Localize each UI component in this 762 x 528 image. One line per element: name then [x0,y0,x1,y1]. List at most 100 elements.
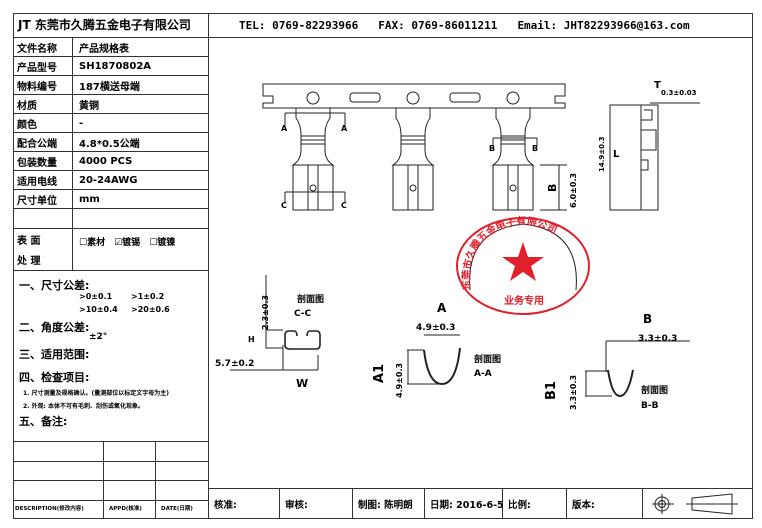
spec-label: 配合公端 [13,133,73,151]
spec-row: 尺寸单位 mm [13,190,209,209]
notes-section: 一、尺寸公差: >0±0.1 >1±0.2 >10±0.4 >20±0.6 二、… [13,271,209,441]
email: Email: JHT82293966@163.com [517,19,690,32]
carrier-strip [262,83,566,109]
stamp-text: 东莞市久腾五金电子有限公司 [459,214,558,291]
surface-label-2: 处 理 [17,256,41,268]
projection-symbol-icon [643,489,753,519]
spec-value: 产品规格表 [79,43,129,55]
spec-value: 187横送母端 [79,81,140,93]
spec-value: 4000 PCS [79,155,133,167]
dim-tol-2: >1±0.2 [131,292,165,301]
dim-tol-3: >10±0.4 [79,305,118,314]
section-mark-b-left: B [489,144,495,153]
cc-title: 剖面图 [297,293,324,305]
angle-tol: ±2° [89,332,108,342]
spec-label: 包装数量 [13,152,73,170]
spec-label: 文件名称 [13,38,73,56]
h-label: H [248,335,255,344]
spec-row: 包装数量 4000 PCS [13,152,209,171]
dim-thickness: 0.3±0.03 [661,89,697,97]
section-mark-a-left: A [281,124,288,133]
terminal-hole [409,184,417,192]
rev-header-description: DESCRIPTION(修改内容) [15,506,84,512]
spec-value: mm [79,193,100,205]
scale-field: 比例: [503,489,567,519]
aa-width: 4.9±0.3 [416,323,455,333]
spec-row: 适用电线 20-24AWG [13,171,209,190]
dim-b-label: B [546,184,559,192]
stamp-bottom-text: 业务专用 [504,294,544,307]
surface-row: 表 面 处 理 ☐素材 ☑镀锡 ☐镀镍 [13,229,209,271]
spec-label: 产品型号 [13,57,73,75]
terminal [291,108,335,211]
inspect-item-2: 2. 外观: 本体不可有毛刺、刮伤或氧化现象。 [23,403,145,410]
spec-label: 物料编号 [13,76,73,94]
spec-row: 配合公端 4.8*0.5公端 [13,133,209,152]
section-mark-c-left: C [281,201,287,210]
contact-header: TEL: 0769-82293966 FAX: 0769-86011211 Em… [209,13,753,38]
dim-tol-title: 一、尺寸公差: [19,279,90,292]
rev-header-appd: APPD(核准) [109,506,142,512]
company-stamp: 业务专用 东莞市久腾五金电子有限公司 [456,214,590,315]
surface-label-1: 表 面 [17,235,41,247]
spec-row: 物料编号 187横送母端 [13,76,209,95]
bb-sub: B-B [641,401,659,411]
drawn-by-field: 制图: 陈明朗 [353,489,425,519]
surface-option-nickel[interactable]: ☐镀镍 [149,238,176,248]
spec-row: 文件名称产品规格表 [13,38,209,57]
surface-option-tin[interactable]: ☑镀锡 [114,238,141,248]
thickness-t-label: T [654,80,661,91]
terminal-hole [509,184,517,192]
scope-title: 三、适用范围: [19,348,90,361]
spec-value: 4.8*0.5公端 [79,138,140,150]
spec-label: 材质 [13,95,73,113]
dim-w: 5.7±0.2 [215,359,254,369]
spec-value: - [79,117,84,129]
spec-label: 颜色 [13,114,73,132]
aa-sub: A-A [474,369,492,379]
spec-row: 颜色- [13,114,209,133]
aa-title: 剖面图 [474,353,501,365]
terminal-hole [309,184,317,192]
remark-title: 五、备注: [19,415,68,428]
svg-text:东莞市久腾五金电子有限公司: 东莞市久腾五金电子有限公司 [459,214,558,291]
aa-height: 4.9±0.3 [395,363,404,398]
bb-height: 3.3±0.3 [569,375,578,410]
section-mark-a-right: A [341,124,348,133]
dim-length: 14.9±0.3 [598,136,606,172]
version-field: 版本: [567,489,643,519]
dim-tol-4: >20±0.6 [131,305,170,314]
bb-top-label: B [643,312,652,326]
surface-option-raw[interactable]: ☐素材 [79,238,106,248]
terminal [491,108,535,211]
revision-table: DESCRIPTION(修改内容) APPD(核准) DATE(日期) [13,441,209,519]
section-mark-c-right: C [341,201,347,210]
inspect-item-1: 1. 尺寸测量及规格确认。(量测部位以标定文字母为主) [23,390,170,397]
fax: FAX: 0769-86011211 [378,19,498,32]
drawing-frame [13,13,753,519]
spec-label: 适用电线 [13,171,73,189]
angle-tol-title: 二、角度公差: [19,321,90,334]
dim-tol-1: >0±0.1 [79,292,113,301]
inspect-title: 四、检查项目: [19,371,90,384]
dim-6-0: 6.0±0.3 [569,173,578,208]
spec-label: 尺寸单位 [13,190,73,208]
spec-value: 黄铜 [79,100,99,112]
bb-width: 3.3±0.3 [638,334,677,344]
title-block: 核准: 审核: 制图: 陈明朗 日期: 2016-6-5 比例: 版本: [209,488,753,519]
approve-field: 核准: [209,489,280,519]
rev-header-date: DATE(日期) [161,506,193,512]
aa-top-label: A [437,301,447,315]
empty-row [13,209,209,229]
dim-h: 2.3±0.3 [261,295,270,330]
b1-label: B1 [544,381,559,400]
bb-title: 剖面图 [641,384,668,396]
terminal [391,108,435,211]
review-field: 审核: [280,489,353,519]
w-label: W [296,377,308,390]
spec-value: 20-24AWG [79,174,138,186]
section-mark-b-right: B [532,144,538,153]
cc-sub: C-C [294,309,312,319]
